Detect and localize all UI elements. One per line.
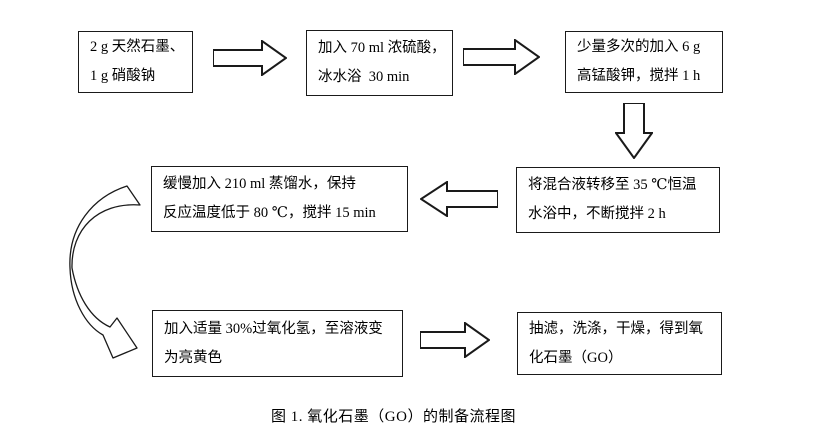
flow-step-1-line-2: 1 g 硝酸钠	[90, 68, 156, 84]
block-arrow-right-icon	[420, 322, 490, 358]
flow-step-7-line-1: 抽滤，洗涤，干燥，得到氧	[529, 320, 703, 337]
flow-step-3-line-2: 高锰酸钾，搅拌 1 h	[577, 68, 701, 84]
flow-step-6-box: 加入适量 30%过氧化氢，至溶液变 为亮黄色	[152, 310, 403, 377]
flow-step-7-box: 抽滤，洗涤，干燥，得到氧 化石墨（GO）	[517, 312, 722, 375]
block-arrow-right-icon	[463, 39, 540, 75]
curved-block-arrow-icon	[55, 175, 160, 370]
block-arrow-right-icon	[213, 40, 287, 76]
flow-step-4-line-2: 水浴中，不断搅拌 2 h	[528, 206, 666, 222]
flow-step-5-line-2: 反应温度低于 80 ℃，搅拌 15 min	[163, 205, 376, 221]
figure-caption: 图 1. 氧化石墨（GO）的制备流程图	[271, 409, 516, 425]
flow-step-2-box: 加入 70 ml 浓硫酸， 冰水浴 30 min	[306, 30, 453, 96]
flow-step-3-line-1: 少量多次的加入 6 g	[577, 39, 701, 55]
flow-step-7-line-2: 化石墨（GO）	[529, 349, 623, 366]
flow-step-4-line-1: 将混合液转移至 35 ℃恒温	[528, 177, 697, 193]
flow-step-2-line-2: 冰水浴 30 min	[318, 69, 410, 85]
block-arrow-left-icon	[420, 181, 498, 217]
flow-step-5-line-1: 缓慢加入 210 ml 蒸馏水，保持	[163, 176, 356, 192]
flow-step-3-box: 少量多次的加入 6 g 高锰酸钾，搅拌 1 h	[565, 31, 723, 93]
flow-step-6-line-2: 为亮黄色	[164, 349, 222, 366]
flow-step-1-box: 2 g 天然石墨、 1 g 硝酸钠	[78, 31, 193, 93]
flow-step-5-box: 缓慢加入 210 ml 蒸馏水，保持 反应温度低于 80 ℃，搅拌 15 min	[151, 166, 408, 232]
flow-step-4-box: 将混合液转移至 35 ℃恒温 水浴中，不断搅拌 2 h	[516, 167, 720, 233]
flow-step-1-line-1: 2 g 天然石墨、	[90, 39, 185, 55]
block-arrow-down-icon	[615, 103, 653, 159]
flow-step-2-line-1: 加入 70 ml 浓硫酸，	[318, 40, 446, 56]
flow-step-6-line-1: 加入适量 30%过氧化氢，至溶液变	[164, 320, 383, 337]
